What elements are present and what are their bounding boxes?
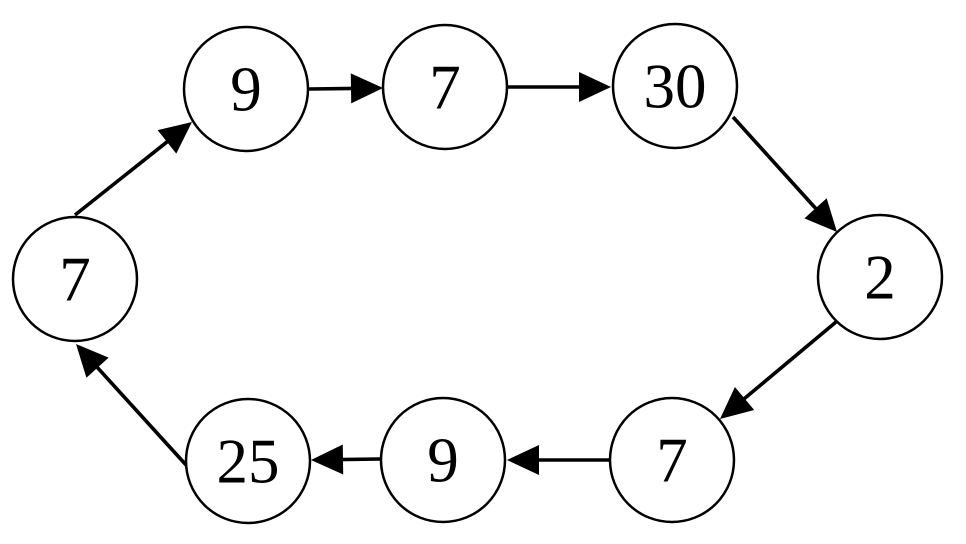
arrowhead-icon: [350, 73, 383, 104]
node-circle: [608, 396, 736, 524]
arrowhead-icon: [804, 198, 837, 232]
arrowhead-icon: [76, 344, 109, 378]
node-circle: [816, 213, 944, 341]
graph-node-left: 7: [11, 215, 139, 343]
node-label: 7: [656, 426, 688, 496]
node-label: 7: [59, 245, 91, 315]
node-circle: [611, 22, 739, 150]
node-label: 7: [429, 53, 461, 123]
graph-node-bottom-left: 25: [184, 397, 312, 525]
arrowhead-icon: [157, 122, 192, 154]
node-label: 2: [864, 243, 896, 313]
graph-node-bottom-middle: 9: [379, 396, 507, 524]
graph-edge-top-middle-to-top-right: [507, 72, 611, 102]
graph-edge-top-left-to-top-middle: [308, 73, 383, 104]
arrowhead-icon: [579, 72, 611, 102]
node-circle: [182, 25, 310, 153]
node-label: 9: [230, 55, 262, 125]
node-circle: [379, 396, 507, 524]
graph-edge-bottom-left-to-left: [76, 344, 189, 468]
node-label: 30: [644, 52, 707, 122]
graph-edge-bottom-middle-to-bottom-left: [311, 444, 381, 475]
edge-line: [308, 86, 355, 91]
edge-line: [731, 115, 819, 212]
graph-node-bottom-right: 7: [608, 396, 736, 524]
arrowhead-icon: [720, 386, 755, 419]
edge-line: [94, 364, 189, 468]
arrowhead-icon: [507, 445, 539, 475]
graph-node-top-right: 30: [611, 22, 739, 150]
arrowhead-icon: [311, 444, 344, 475]
graph-node-top-left: 9: [182, 25, 310, 153]
graph-edge-right-to-bottom-right: [720, 320, 838, 419]
node-label: 9: [427, 426, 459, 496]
graph-edge-left-to-top-left: [73, 122, 192, 217]
edge-line: [339, 457, 381, 462]
node-circle: [184, 397, 312, 525]
node-circle: [11, 215, 139, 343]
node-circle: [381, 23, 509, 151]
graph-edge-bottom-right-to-bottom-middle: [507, 445, 610, 475]
node-label: 25: [217, 427, 280, 497]
edge-line: [741, 320, 838, 402]
graph-node-right: 2: [816, 213, 944, 341]
edge-line: [73, 138, 171, 217]
graph-edge-top-right-to-right: [731, 115, 837, 232]
graph-node-top-middle: 7: [381, 23, 509, 151]
